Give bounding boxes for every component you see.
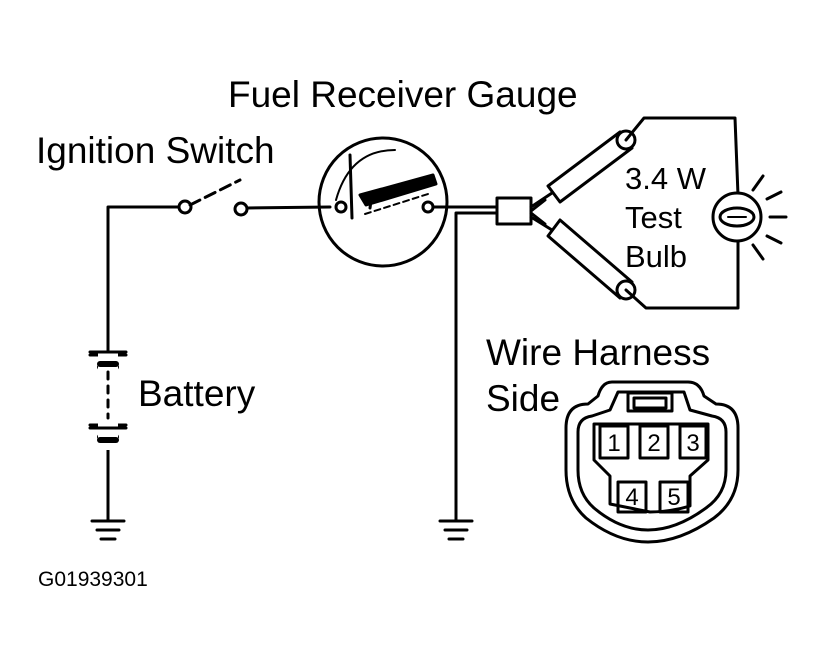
figure-id-label: G01939301 <box>38 568 148 591</box>
battery-symbol <box>88 318 128 450</box>
wire-harness-label-line2: Side <box>486 378 561 419</box>
fuel-receiver-gauge-label: Fuel Receiver Gauge <box>228 74 578 115</box>
ignition-switch-label: Ignition Switch <box>36 130 275 171</box>
pin-label: 5 <box>667 484 680 511</box>
wire-gauge-to-connector <box>431 205 499 522</box>
battery-label: Battery <box>138 373 256 414</box>
pin-label: 3 <box>686 430 699 457</box>
ignition-switch-symbol <box>177 178 332 217</box>
ground-symbol-right <box>438 519 474 541</box>
connector-pin-numbers: 1 2 3 4 5 <box>607 430 699 511</box>
harness-connector <box>564 380 740 544</box>
test-bulb-label-line3: Bulb <box>625 239 688 274</box>
battery-circuit <box>88 205 180 541</box>
lower-probe-lead <box>546 218 740 310</box>
wire-harness-label-line1: Wire Harness <box>486 332 711 373</box>
ground-symbol-left <box>90 519 126 541</box>
pin-label: 2 <box>647 430 660 457</box>
pin-label: 4 <box>625 484 638 511</box>
pin-label: 1 <box>607 430 620 457</box>
fuel-gauge-symbol <box>317 136 449 268</box>
test-bulb-symbol <box>711 174 788 261</box>
test-lead-connector <box>495 191 554 232</box>
test-bulb-wattage-label: 3.4 W <box>625 161 706 196</box>
test-bulb-label-line2: Test <box>625 200 682 235</box>
upper-probe-lead <box>546 116 740 204</box>
